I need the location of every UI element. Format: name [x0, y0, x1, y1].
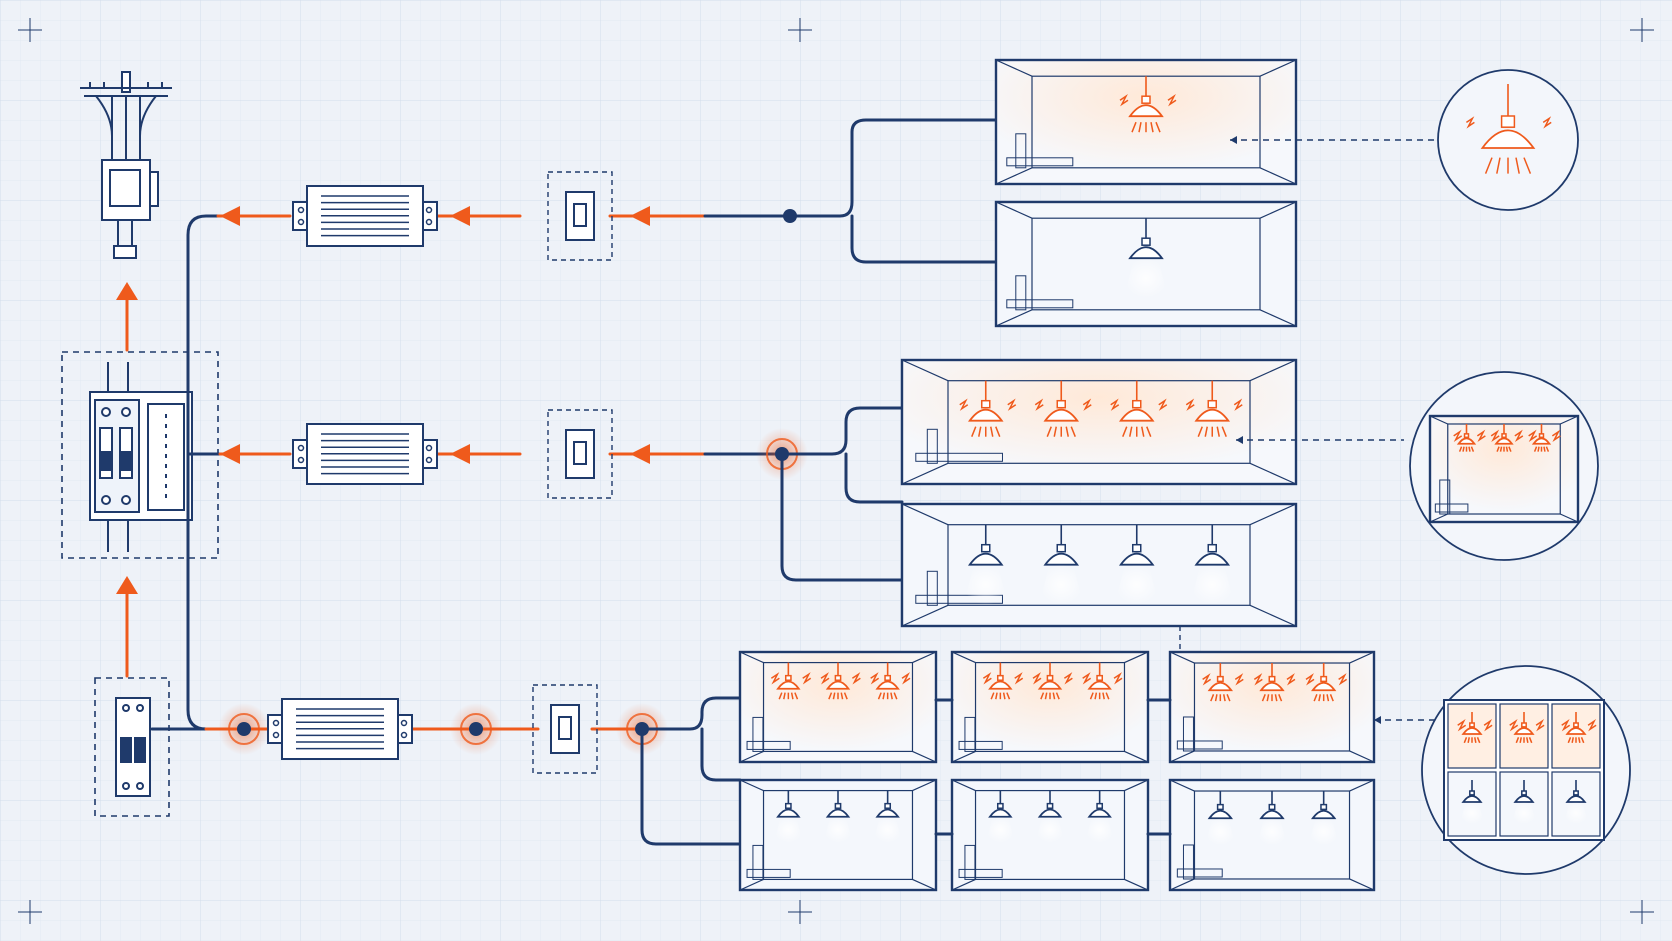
- detail-cell: [1551, 703, 1601, 769]
- room-3-top-1: [738, 650, 938, 764]
- room-1a: [994, 58, 1298, 186]
- circuit-2: [218, 358, 1599, 628]
- flow-arrow-icon: [630, 206, 650, 226]
- room-1b: [994, 200, 1298, 328]
- detail-callout: [1409, 371, 1599, 561]
- pendant-lamp-icon: [1205, 791, 1236, 846]
- pendant-lamp-icon: [1465, 84, 1552, 174]
- corner-crosshairs: [18, 18, 1654, 924]
- wall-switch-icon[interactable]: [547, 409, 613, 499]
- pendant-lamp-icon: [773, 790, 803, 843]
- flow-arrow-icon: [450, 206, 470, 226]
- flow-arrow-icon: [630, 444, 650, 464]
- pendant-lamp-icon: [1453, 423, 1486, 452]
- pendant-lamp-icon: [963, 524, 1008, 605]
- flow-arrow-icon: [220, 444, 240, 464]
- room-3-bottom-3: [1168, 778, 1376, 892]
- junction-node-icon: [450, 703, 502, 755]
- pendant-lamp-icon: [1457, 712, 1493, 744]
- detail-room: [1428, 414, 1580, 524]
- pendant-lamp-icon: [982, 662, 1024, 700]
- pendant-lamp-icon: [1561, 712, 1597, 744]
- pendant-lamp-icon: [1308, 791, 1339, 846]
- circuit-3: [204, 626, 1631, 892]
- pendant-lamp-icon: [770, 662, 812, 700]
- feed-arrows: [116, 282, 138, 678]
- pendant-lamp-icon: [1114, 524, 1159, 605]
- pendant-lamp-icon: [1185, 380, 1243, 437]
- pendant-lamp-icon: [1202, 663, 1244, 702]
- sub-breaker-boundary: [94, 677, 170, 817]
- room-3-bottom-1: [738, 778, 938, 892]
- pendant-lamp-icon: [1039, 524, 1084, 605]
- breaker-panel-icon: [89, 362, 193, 552]
- pendant-lamp-icon: [1119, 76, 1177, 133]
- pendant-lamp-icon: [1034, 380, 1092, 437]
- pendant-lamp-icon: [1509, 712, 1545, 744]
- circuit-1: [216, 58, 1579, 328]
- link-wire: [934, 698, 1172, 836]
- pendant-lamp-icon: [1190, 524, 1235, 605]
- utility-pole-icon: [80, 71, 172, 160]
- pendant-lamp-icon: [1490, 423, 1524, 452]
- detail-callout: [1421, 665, 1631, 875]
- room-2a: [900, 358, 1298, 486]
- pendant-lamp-icon: [1305, 663, 1348, 702]
- room-3-bottom-2: [950, 778, 1150, 892]
- pendant-lamp-icon: [985, 790, 1015, 843]
- pendant-lamp-icon: [823, 790, 853, 843]
- meter-icon: [101, 159, 159, 259]
- room-3-top-3: [1168, 650, 1376, 764]
- pendant-lamp-icon: [1082, 662, 1123, 700]
- pendant-lamp-icon: [1528, 423, 1561, 452]
- pendant-lamp-icon: [1253, 663, 1296, 702]
- pendant-lamp-icon: [1110, 380, 1168, 437]
- pendant-lamp-icon: [820, 662, 861, 700]
- flow-arrow-icon: [450, 444, 470, 464]
- pendant-lamp-icon: [1563, 780, 1589, 824]
- transformer-icon: [292, 185, 438, 247]
- callout-leader-arrowhead: [1374, 716, 1381, 724]
- wall-switch-icon[interactable]: [547, 171, 613, 261]
- pendant-lamp-icon: [1085, 790, 1115, 843]
- pendant-lamp-icon: [873, 790, 903, 843]
- room-3-top-2: [950, 650, 1150, 764]
- callout-leader-arrowhead: [1230, 136, 1237, 144]
- pendant-lamp-icon: [870, 662, 911, 700]
- transformer-icon: [267, 698, 413, 760]
- room-2b: [900, 502, 1298, 628]
- wall-switch-icon[interactable]: [532, 684, 598, 774]
- detail-callout: [1437, 69, 1579, 211]
- branch-wire: [788, 118, 998, 264]
- junction-node-icon: [218, 703, 270, 755]
- pendant-lamp-icon: [1511, 780, 1537, 824]
- pendant-lamp-icon: [1035, 790, 1065, 843]
- pendant-lamp-icon: [1032, 662, 1073, 700]
- pendant-lamp-icon: [1459, 780, 1485, 824]
- transformer-icon: [292, 423, 438, 485]
- pendant-lamp-icon: [959, 380, 1017, 437]
- branch-wire: [780, 406, 904, 582]
- flow-arrow-icon: [220, 206, 240, 226]
- pendant-lamp-icon: [1124, 218, 1168, 299]
- pendant-lamp-icon: [1257, 791, 1287, 846]
- callout-leader-arrowhead: [1236, 436, 1243, 444]
- circuit-layer: [204, 58, 1631, 892]
- breaker-icon: [115, 697, 151, 797]
- branch-wire: [640, 696, 742, 846]
